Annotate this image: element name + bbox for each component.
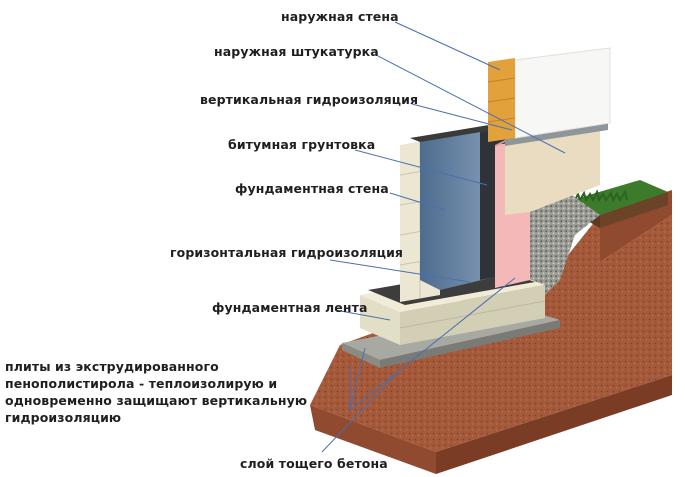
leader-bitumen-primer xyxy=(354,149,488,186)
leader-vertical-waterproofing xyxy=(411,103,513,131)
plaster-band xyxy=(505,122,608,215)
leader-lines xyxy=(321,21,566,453)
label-foundation-wall: фундаментная стена xyxy=(235,181,389,196)
label-horizontal-waterproofing: горизонтальная гидроизоляция xyxy=(170,245,404,260)
leader-foundation-wall xyxy=(389,192,446,211)
leader-outer-wall xyxy=(394,21,501,71)
leader-foundation-strip xyxy=(334,309,391,321)
label-outer-plaster: наружная штукатурка xyxy=(214,44,379,59)
label-bitumen-primer: битумная грунтовка xyxy=(228,137,376,152)
leader-horizontal-waterproofing xyxy=(329,259,471,283)
leader-xps-b xyxy=(349,277,516,411)
leader-outer-plaster xyxy=(377,55,566,154)
label-outer-wall: наружная стена xyxy=(281,9,399,24)
gravel-backfill xyxy=(530,195,600,300)
vertical-waterproofing-layer xyxy=(410,124,505,290)
label-foundation-strip: фундаментная лента xyxy=(212,300,368,315)
outer-wall xyxy=(487,47,611,142)
label-vertical-waterproofing: вертикальная гидроизоляция xyxy=(200,92,419,107)
label-lean-concrete: слой тощего бетона xyxy=(240,456,388,471)
leader-lean-concrete xyxy=(321,369,401,453)
label-xps-boards: плиты из экструдированного пенополистиро… xyxy=(5,359,308,425)
